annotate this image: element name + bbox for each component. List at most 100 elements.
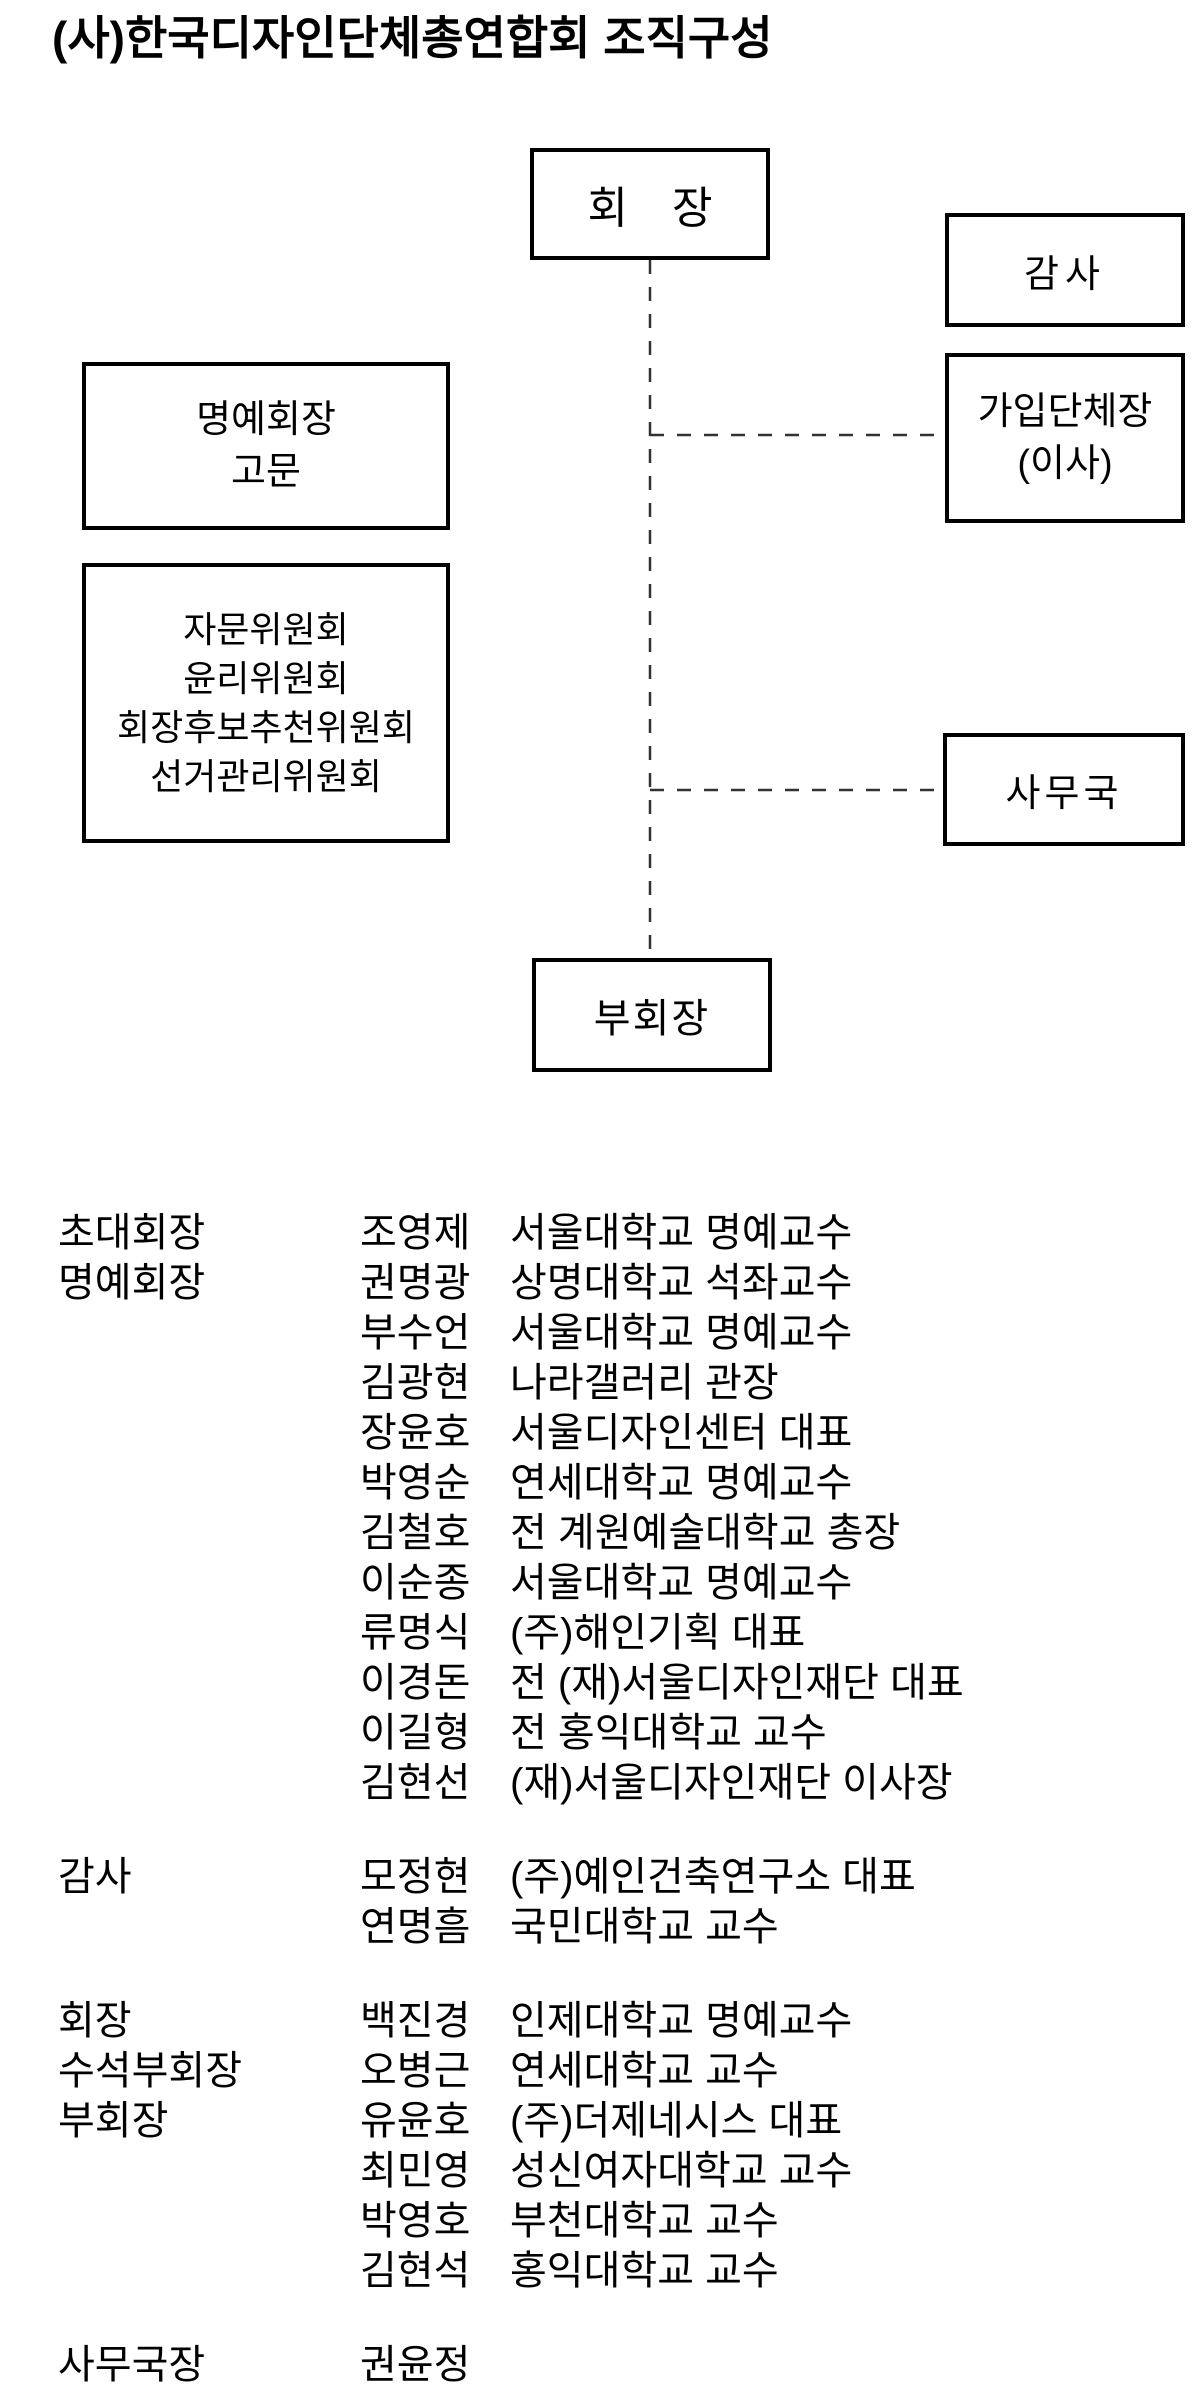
roster-row: 김철호 전 계원예술대학교 총장: [58, 1508, 1168, 1558]
roster-row: 박영호 부천대학교 교수: [58, 2196, 1168, 2246]
roster-name: 류명식: [360, 1611, 471, 1655]
roster-role: [58, 2196, 360, 2246]
secretariat-label: 사무국: [1005, 773, 1123, 815]
member-org-head-box: 가입단체장 (이사): [945, 353, 1185, 523]
roster-name: 오병근: [360, 2049, 471, 2093]
committee-label-nomination: 회장후보추천위원회: [116, 707, 416, 748]
roster-affiliation: 서울대학교 명예교수: [510, 1311, 853, 1355]
committee-label-ethics: 윤리위원회: [183, 658, 349, 699]
roster-role: 명예회장: [58, 1261, 206, 1305]
roster-affiliation: 전 계원예술대학교 총장: [510, 1511, 901, 1555]
roster-role: [58, 1508, 360, 1558]
roster-row: 부수언 서울대학교 명예교수: [58, 1308, 1168, 1358]
roster-row: 김현석 홍익대학교 교수: [58, 2246, 1168, 2296]
roster-row: 박영순 연세대학교 명예교수: [58, 1458, 1168, 1508]
member-org-head-label-line2: (이사): [1017, 443, 1113, 485]
page-title: (사)한국디자인단체총연합회 조직구성: [52, 12, 773, 64]
roster-affiliation: 상명대학교 석좌교수: [510, 1261, 853, 1305]
roster-name: 이길형: [360, 1711, 471, 1755]
vice-chairman-label: 부회장: [593, 997, 711, 1041]
auditor-label: 감사: [1024, 253, 1106, 296]
roster-name: 모정현: [360, 1855, 471, 1899]
roster-affiliation: 부천대학교 교수: [510, 2199, 779, 2243]
roster-affiliation: 서울대학교 명예교수: [510, 1211, 853, 1255]
roster-affiliation: 홍익대학교 교수: [510, 2249, 779, 2293]
roster-role: [58, 1658, 360, 1708]
roster-affiliation: 전 (재)서울디자인재단 대표: [510, 1661, 964, 1705]
roster-row: 김광현 나라갤러리 관장: [58, 1358, 1168, 1408]
roster-row: 연명흠 국민대학교 교수: [58, 1902, 1168, 1952]
roster-name: 김광현: [360, 1361, 471, 1405]
vice-chairman-box: 부회장: [532, 958, 772, 1072]
roster-name: 이순종: [360, 1561, 471, 1605]
roster-role: [58, 1708, 360, 1758]
roster-affiliation: 전 홍익대학교 교수: [510, 1711, 827, 1755]
roster-row: 이순종 서울대학교 명예교수: [58, 1558, 1168, 1608]
roster-name: 이경돈: [360, 1661, 471, 1705]
roster-role: 회장: [58, 1999, 132, 2043]
roster-affiliation: (주)해인기획 대표: [510, 1611, 806, 1655]
honorary-chairman-box: 명예회장 고문: [82, 362, 450, 530]
roster-name: 김현선: [360, 1761, 471, 1805]
roster-row: 초대회장 조영제 서울대학교 명예교수: [58, 1208, 1168, 1258]
roster-row: 사무국장 권윤정: [58, 2340, 1168, 2390]
roster-name: 김현석: [360, 2249, 471, 2293]
roster-affiliation: (재)서울디자인재단 이사장: [510, 1761, 953, 1805]
roster-row: 수석부회장 오병근 연세대학교 교수: [58, 2046, 1168, 2096]
roster-row: 장윤호 서울디자인센터 대표: [58, 1408, 1168, 1458]
roster-role: 감사: [58, 1855, 132, 1899]
committee-label-advisory: 자문위원회: [183, 609, 349, 650]
roster-affiliation: 국민대학교 교수: [510, 1905, 779, 1949]
roster-name: 부수언: [360, 1311, 471, 1355]
roster-role: 초대회장: [58, 1211, 206, 1255]
roster-affiliation: 성신여자대학교 교수: [510, 2149, 853, 2193]
roster-role: [58, 2146, 360, 2196]
roster-affiliation: 연세대학교 명예교수: [510, 1461, 853, 1505]
roster-row: 김현선 (재)서울디자인재단 이사장: [58, 1758, 1168, 1808]
roster-affiliation: 서울디자인센터 대표: [510, 1411, 853, 1455]
member-org-head-label-line1: 가입단체장: [977, 391, 1153, 433]
roster-role: [58, 1308, 360, 1358]
roster-role: [58, 1902, 360, 1952]
roster-row: 최민영 성신여자대학교 교수: [58, 2146, 1168, 2196]
secretariat-box: 사무국: [943, 733, 1185, 846]
roster-name: 장윤호: [360, 1411, 471, 1455]
roster-name: 김철호: [360, 1511, 471, 1555]
auditor-box: 감사: [945, 213, 1185, 327]
roster-role: [58, 1608, 360, 1658]
roster-role: 수석부회장: [58, 2049, 242, 2093]
roster-row: 부회장 유윤호 (주)더제네시스 대표: [58, 2096, 1168, 2146]
roster-role: [58, 2246, 360, 2296]
roster-name: 백진경: [360, 1999, 471, 2043]
roster-affiliation: 서울대학교 명예교수: [510, 1561, 853, 1605]
roster-affiliation: [510, 2340, 1168, 2390]
roster-role: 부회장: [58, 2099, 169, 2143]
roster-name: 조영제: [360, 1211, 471, 1255]
honorary-label-line1: 명예회장: [196, 399, 336, 441]
roster-name: 권윤정: [360, 2343, 471, 2387]
roster-name: 유윤호: [360, 2099, 471, 2143]
roster-affiliation: (주)예인건축연구소 대표: [510, 1855, 916, 1899]
committees-box: 자문위원회 윤리위원회 회장후보추천위원회 선거관리위원회: [82, 563, 450, 843]
roster-row: 회장 백진경 인제대학교 명예교수: [58, 1996, 1168, 2046]
roster-row: 류명식 (주)해인기획 대표: [58, 1608, 1168, 1658]
honorary-label-line2: 고문: [231, 451, 301, 493]
roster-affiliation: 나라갤러리 관장: [510, 1361, 779, 1405]
roster-name: 권명광: [360, 1261, 471, 1305]
roster-affiliation: (주)더제네시스 대표: [510, 2099, 843, 2143]
roster-role: [58, 1458, 360, 1508]
roster-role: 사무국장: [58, 2343, 206, 2387]
roster-row: 이길형 전 홍익대학교 교수: [58, 1708, 1168, 1758]
roster-row: 이경돈 전 (재)서울디자인재단 대표: [58, 1658, 1168, 1708]
roster-name: 박영호: [360, 2199, 471, 2243]
roster-affiliation: 인제대학교 명예교수: [510, 1999, 853, 2043]
committee-label-election: 선거관리위원회: [150, 756, 382, 797]
roster-row: 명예회장 권명광 상명대학교 석좌교수: [58, 1258, 1168, 1308]
roster-row: 감사 모정현 (주)예인건축연구소 대표: [58, 1852, 1168, 1902]
roster: 초대회장 조영제 서울대학교 명예교수 명예회장 권명광 상명대학교 석좌교수 …: [58, 1208, 1168, 2390]
roster-name: 최민영: [360, 2149, 471, 2193]
roster-name: 박영순: [360, 1461, 471, 1505]
roster-role: [58, 1558, 360, 1608]
roster-role: [58, 1758, 360, 1808]
chairman-label: 회 장: [587, 184, 713, 233]
